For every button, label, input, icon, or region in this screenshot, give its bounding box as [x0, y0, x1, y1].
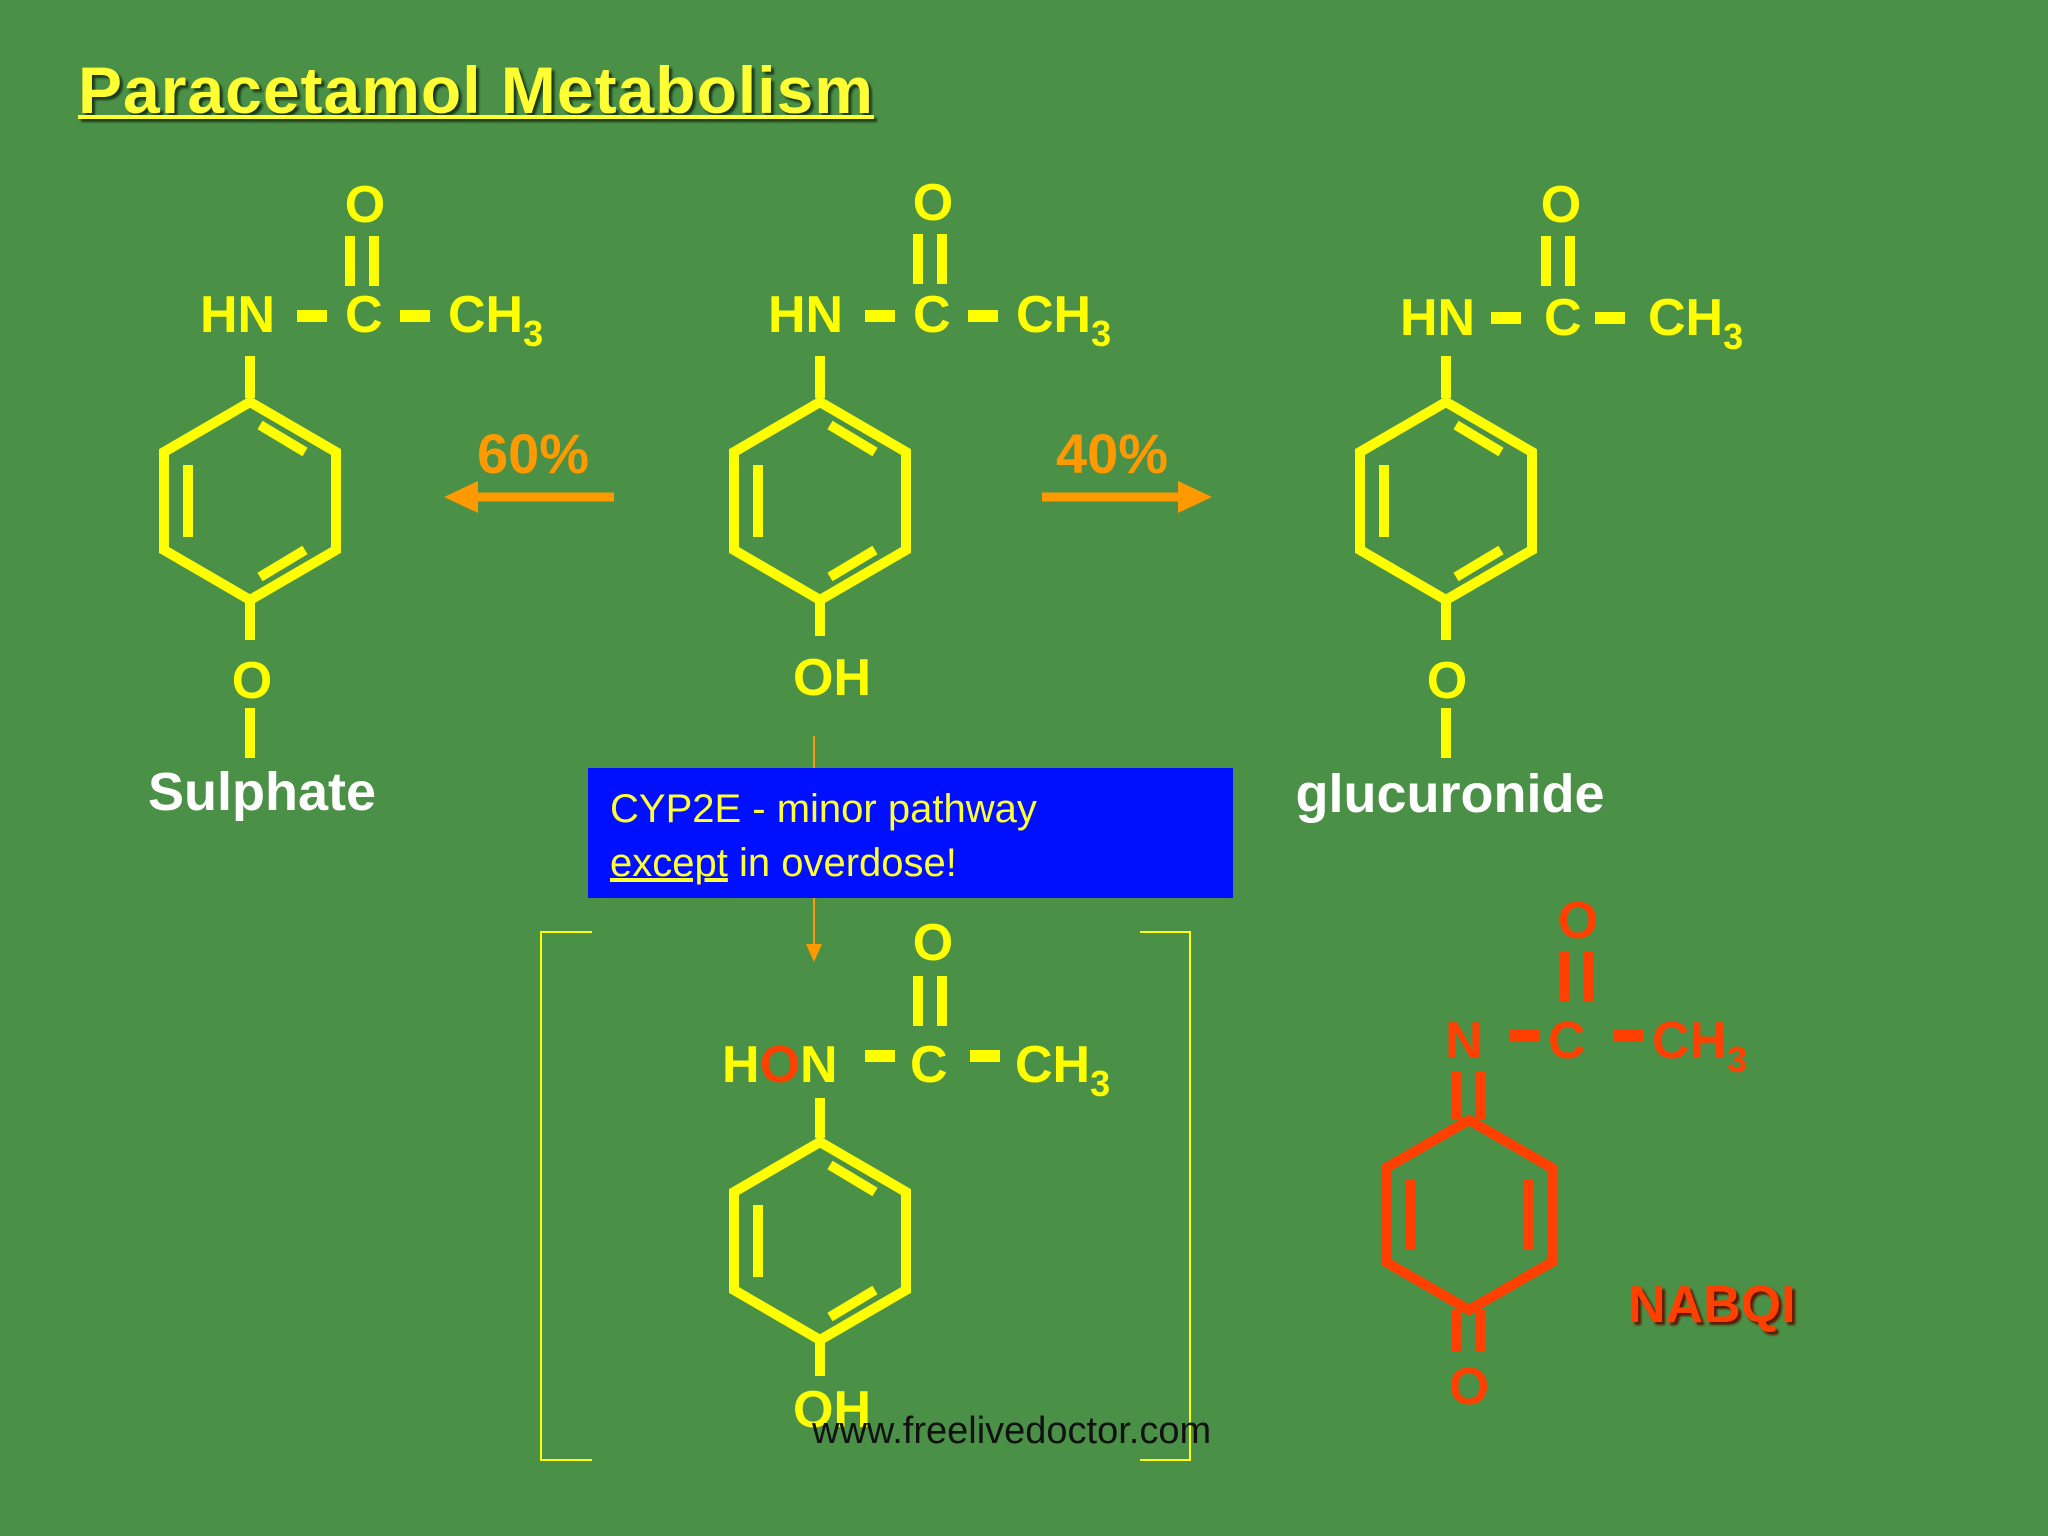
note-line-2: except in overdose! [610, 836, 1211, 890]
glucuronidation-arrow: 40% [1042, 422, 1212, 513]
cyp2e-arrow [806, 736, 822, 962]
methyl-group: CH3 [1016, 286, 1111, 354]
carbonyl-carbon: C [910, 1036, 948, 1094]
carbonyl-oxygen: O [1541, 176, 1581, 234]
ether-oxygen: O [232, 652, 272, 710]
footer-url: www.freelivedoctor.com [812, 1410, 1212, 1452]
carbonyl-carbon: C [1548, 1012, 1586, 1070]
carbonyl-oxygen: O [913, 914, 953, 972]
hydroxylamine-group: HON [722, 1036, 838, 1094]
methyl-group: CH3 [448, 286, 543, 354]
hydroxyl-group: OH [793, 649, 871, 707]
cyp2e-note: CYP2E - minor pathway except in overdose… [588, 768, 1233, 898]
note-line-2-rest: in overdose! [727, 841, 957, 885]
carbonyl-oxygen: O [913, 174, 953, 232]
quinone-oxygen: O [1449, 1358, 1489, 1416]
carbonyl-oxygen: O [345, 176, 385, 234]
sulphation-percent: 60% [477, 422, 589, 485]
methyl-group: CH3 [1648, 289, 1743, 357]
hydroxyl-group: OH [793, 1381, 871, 1439]
methyl-group: CH3 [1015, 1036, 1110, 1104]
amide-nh: HN [768, 286, 843, 344]
note-emphasis: except [610, 841, 728, 885]
nabqi-structure: O N C CH3 O NABQI [1381, 892, 1796, 1416]
carbonyl-carbon: C [913, 286, 951, 344]
slide-title: Paracetamol Metabolism [78, 53, 874, 127]
nabqi-label: NABQI [1628, 1276, 1796, 1334]
sulphate-label: Sulphate [148, 762, 376, 822]
glucuronide-structure: O HN C CH3 O glucuronide [1296, 176, 1744, 824]
sulphation-arrow: 60% [444, 422, 614, 513]
ether-oxygen: O [1427, 652, 1467, 710]
amide-nh: HN [1400, 289, 1475, 347]
methyl-group: CH3 [1652, 1012, 1747, 1080]
imine-nitrogen: N [1445, 1012, 1483, 1070]
note-line-1: CYP2E - minor pathway [610, 787, 1037, 831]
carbonyl-carbon: C [345, 286, 383, 344]
paracetamol-structure: O HN C CH3 OH [729, 174, 1111, 707]
carbonyl-oxygen: O [1558, 892, 1598, 950]
glucuronidation-percent: 40% [1056, 422, 1168, 485]
sulphate-structure: O HN C CH3 O Sulphate [148, 176, 543, 822]
intermediate-bracket [540, 931, 1191, 1461]
n-hydroxy-intermediate: O HON C CH3 OH [722, 914, 1110, 1439]
glucuronide-label: glucuronide [1296, 764, 1605, 824]
carbonyl-carbon: C [1544, 289, 1582, 347]
amide-nh: HN [200, 286, 275, 344]
